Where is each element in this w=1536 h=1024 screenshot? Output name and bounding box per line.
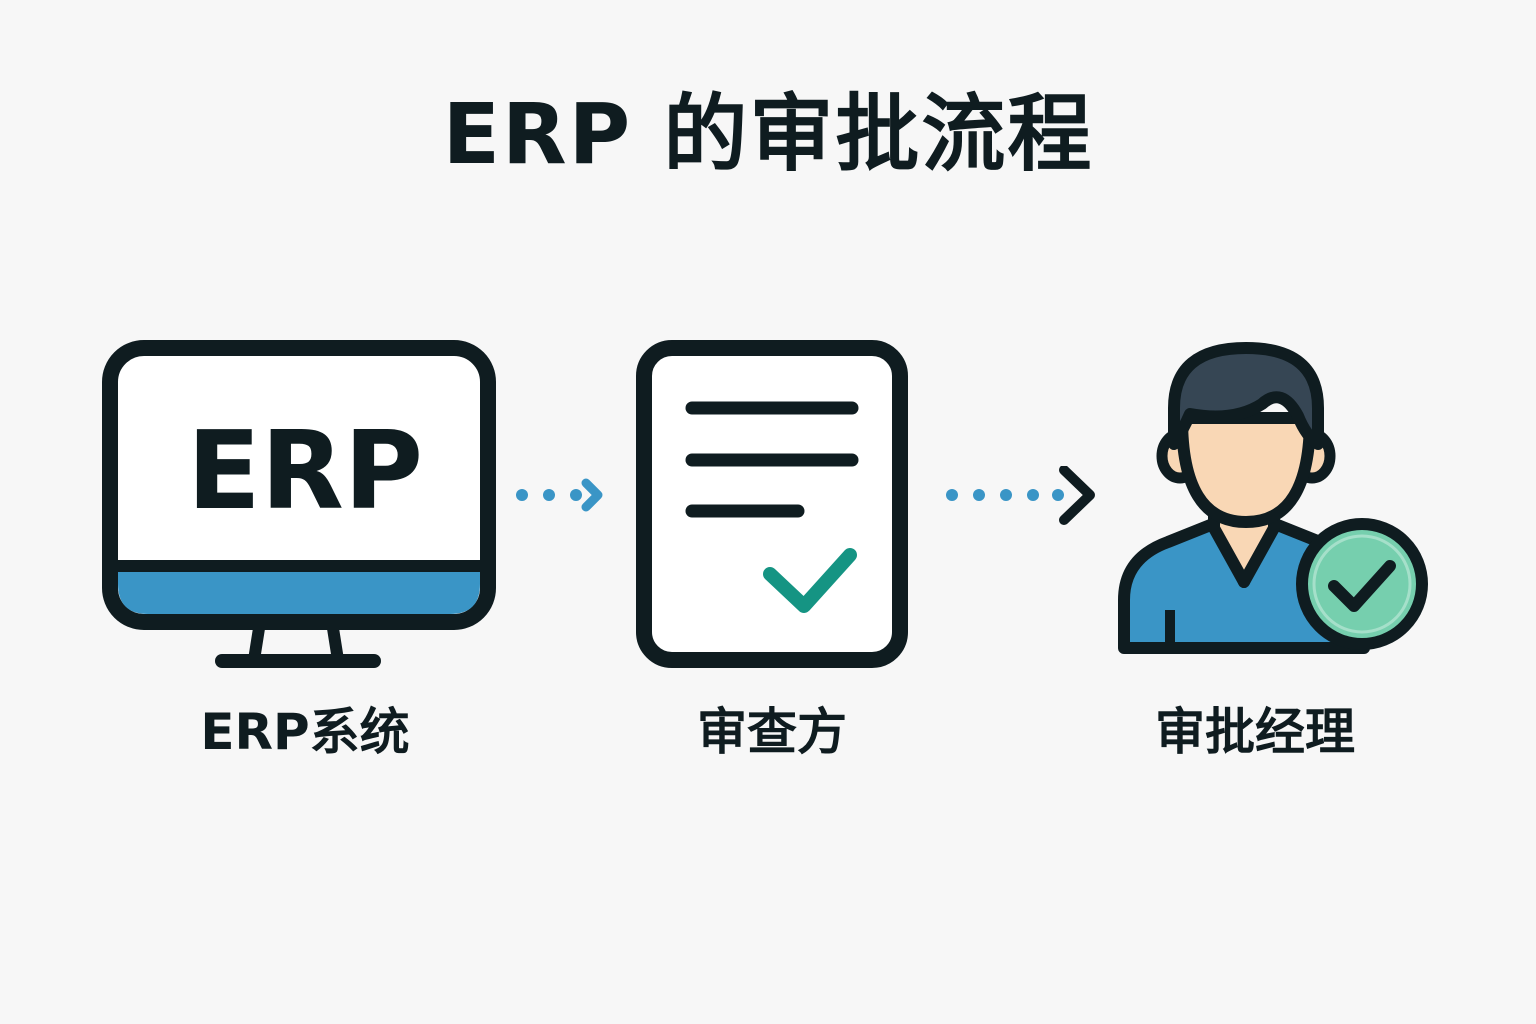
monitor-screen-text: ERP: [187, 409, 423, 534]
document-checkmark: [763, 548, 857, 613]
monitor-frame: [102, 340, 496, 630]
monitor-icon: ERP: [102, 340, 496, 668]
person-hair: [1168, 342, 1324, 450]
node-label-approval-manager: 审批经理: [1155, 703, 1355, 761]
dotted-arrow-1: [516, 478, 603, 512]
node-label-reviewer: 审查方: [697, 703, 847, 761]
monitor-bottom-bar: [118, 568, 480, 614]
check-badge: [1296, 518, 1428, 650]
document-check-icon: [636, 340, 908, 668]
node-label-erp: ERP系统: [200, 703, 410, 761]
dotted-arrow-2: [946, 466, 1095, 525]
document-frame: [636, 340, 908, 668]
person-check-icon: [1118, 342, 1428, 654]
diagram-title: ERP 的审批流程: [442, 85, 1094, 183]
